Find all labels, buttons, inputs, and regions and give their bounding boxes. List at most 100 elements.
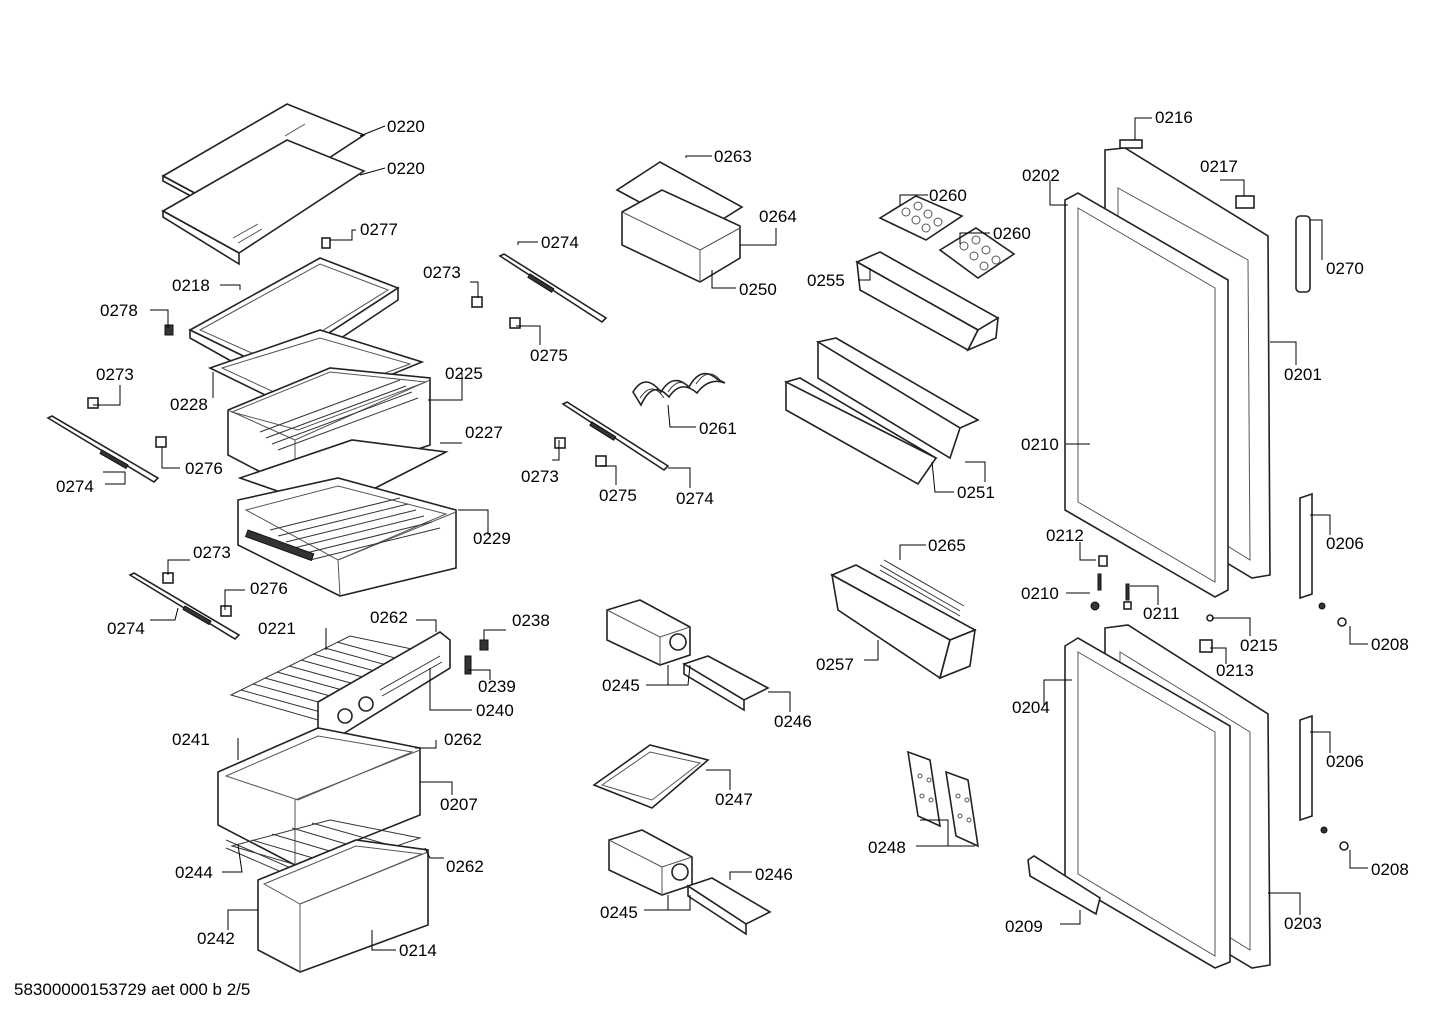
label-0246a: 0246 [774,712,812,731]
cap-0208a [1337,617,1347,627]
label-0217: 0217 [1200,157,1238,176]
label-0203: 0203 [1284,914,1322,933]
clip-0276a [155,436,167,448]
label-0260a: 0260 [929,186,967,205]
top-cover-0216 [1119,139,1143,149]
label-0210b: 0210 [1021,584,1059,603]
label-0245b: 0245 [600,903,638,922]
part-0211c [1123,601,1132,610]
footer-document-code: 58300000153729 aet 000 b 2/5 [14,980,251,999]
label-0246b: 0246 [755,865,793,884]
label-0229: 0229 [473,529,511,548]
hinge-0206b [1299,714,1313,822]
hinge-0206a [1299,492,1313,600]
label-0216: 0216 [1155,108,1193,127]
part-0238 [479,639,489,651]
label-0212: 0212 [1046,526,1084,545]
label-0261: 0261 [699,419,737,438]
label-0218: 0218 [172,276,210,295]
label-0208a: 0208 [1371,635,1409,654]
label-0209: 0209 [1005,917,1043,936]
label-0213: 0213 [1216,661,1254,680]
label-0276b: 0276 [250,579,288,598]
strip-0209 [1027,855,1101,916]
label-0260b: 0260 [993,224,1031,243]
cold-pack-a [907,750,942,828]
screw-0208b [1320,826,1328,834]
label-0255: 0255 [807,271,845,290]
label-0214: 0214 [399,941,437,960]
part-labels: 0220 0220 0277 0218 0278 0228 0225 0227 … [56,108,1409,960]
label-0244: 0244 [175,863,213,882]
tray-0246a [682,655,770,712]
label-0277: 0277 [360,220,398,239]
label-0239: 0239 [478,677,516,696]
label-0207: 0207 [440,795,478,814]
label-0225: 0225 [445,364,483,383]
label-0202: 0202 [1022,166,1060,185]
bottle-holder [632,372,726,407]
bottom-drawer [237,477,457,597]
label-0275b: 0275 [599,486,637,505]
part-0211a [1097,573,1102,591]
label-0263: 0263 [714,147,752,166]
label-0220b: 0220 [387,159,425,178]
label-0201: 0201 [1284,365,1322,384]
label-0242: 0242 [197,929,235,948]
clip-0273a [87,397,99,409]
part-0239 [464,655,472,675]
label-0204: 0204 [1012,698,1050,717]
door-gasket-0202 [1064,192,1229,598]
rail-0274c [498,253,608,324]
label-0274c: 0274 [541,233,579,252]
clip-0278 [164,324,174,336]
door-shelf-0251 [784,337,980,486]
label-0250: 0250 [739,280,777,299]
label-0215: 0215 [1240,636,1278,655]
screw-0208a [1318,602,1326,610]
ice-box-upper [606,599,691,666]
clip-0276b [220,605,232,617]
label-0273c: 0273 [423,263,461,282]
handle-0270 [1295,215,1311,293]
freezer-drawer-upper [217,727,421,881]
label-0273d: 0273 [521,467,559,486]
clip-0273d [554,437,566,449]
egg-tray-a [878,195,964,241]
label-0210a: 0210 [1021,435,1059,454]
label-0276a: 0276 [185,459,223,478]
door-shelf-0255 [855,251,1000,352]
label-0278: 0278 [100,301,138,320]
label-0238: 0238 [512,611,550,630]
cold-pack-b [945,770,980,848]
tray-0246b [686,877,772,936]
label-0274a: 0274 [56,477,94,496]
part-0213 [1199,639,1213,653]
clip-0273c [471,296,483,308]
door-shelf-0257 [830,559,977,680]
part-0210b [1090,601,1100,611]
egg-tray-b [938,227,1016,279]
rail-0274a [46,415,160,484]
glass-shelf-lower [161,139,366,266]
label-0240: 0240 [476,701,514,720]
label-0228: 0228 [170,395,208,414]
label-0248: 0248 [868,838,906,857]
label-0262c: 0262 [446,857,484,876]
label-0251: 0251 [957,483,995,502]
label-0265: 0265 [928,536,966,555]
label-0275a: 0275 [530,346,568,365]
label-0241: 0241 [172,730,210,749]
cap-0208b [1339,841,1349,851]
label-0221: 0221 [258,619,296,638]
ice-box-lower [608,829,693,896]
clip-0275a [509,317,521,329]
rail-0274d [561,401,670,472]
label-0264: 0264 [759,207,797,226]
leader-lines [93,117,1368,951]
label-0220a: 0220 [387,117,425,136]
label-0211: 0211 [1143,604,1180,623]
label-0257: 0257 [816,655,854,674]
tray-0247 [592,744,710,809]
